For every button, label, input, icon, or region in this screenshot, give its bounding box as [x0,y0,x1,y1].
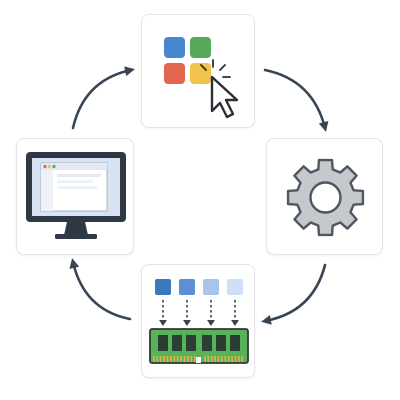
ram-pin [190,356,193,362]
ram-pin [163,356,165,362]
ram-pin [238,356,240,362]
ram-pin [187,356,189,362]
ram-pin [231,356,233,362]
ram-pin [204,356,206,362]
ram-pin [224,356,227,362]
ram-module-icon [149,328,249,364]
gear-icon [286,158,365,237]
ram-pin [217,356,220,362]
step-card-processing [266,138,383,255]
ram-pin [159,356,162,362]
arrow-right-to-bottom [261,263,327,325]
step-card-memory-load [141,264,255,378]
ram-pin [193,356,196,362]
ram-pin [210,356,213,362]
data-block-icon [179,279,195,295]
gear-hole [309,181,342,214]
ram-pin [241,356,244,362]
arrow-top-to-right [263,68,329,132]
ram-pin [234,356,237,362]
ram-pin [166,356,169,362]
ram-pin [170,356,172,362]
ram-pin [176,356,179,362]
ram-pin [173,356,176,362]
data-block-icon [155,279,171,295]
ram-pin [227,356,230,362]
ram-pin [153,356,155,362]
arrow-left-to-top [71,66,135,130]
step-card-display [16,138,134,255]
ram-pin [207,356,210,362]
data-block-icon [227,279,243,295]
app-click-icon [164,37,239,119]
ram-pin [180,356,182,362]
monitor-display-icon [26,152,126,239]
arrow-bottom-to-left [69,258,132,321]
ram-pin [221,356,223,362]
data-block-icon [203,279,219,295]
ram-pin [156,356,159,362]
ram-pin [214,356,216,362]
memory-load-icon [149,279,249,364]
step-card-app-click [141,14,255,128]
ram-pin [183,356,186,362]
